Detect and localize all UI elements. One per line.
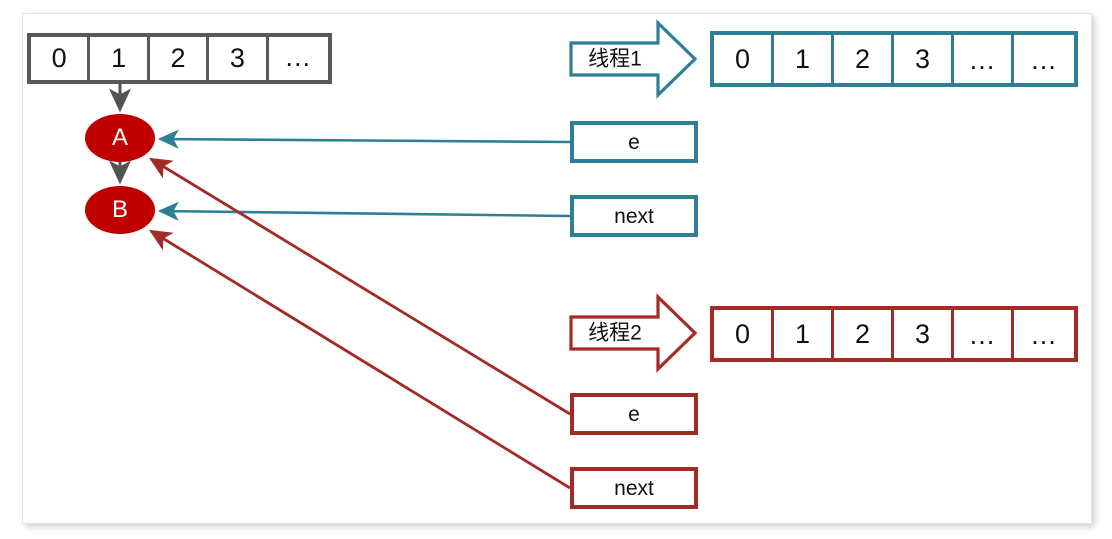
thread2-cell: 3: [894, 310, 954, 358]
bucket-cell: 3: [209, 37, 269, 80]
list-node-a: A: [85, 114, 155, 162]
thread2-cell: …: [1014, 310, 1074, 358]
bucket-cell: 1: [90, 37, 150, 80]
list-node-a-label: A: [111, 124, 128, 151]
diagram-card: [22, 13, 1092, 524]
thread1-banner-arrow: 线程1: [568, 19, 698, 99]
thread2-hash-table: 0 1 2 3 … …: [710, 306, 1078, 362]
thread2-pointer-e: e: [570, 393, 698, 435]
thread1-pointer-next-label: next: [614, 204, 654, 228]
thread2-cell: 2: [834, 310, 894, 358]
thread1-cell: …: [1014, 35, 1074, 83]
thread2-pointer-next-label: next: [614, 476, 654, 500]
bucket-cell: 0: [31, 37, 91, 80]
thread1-pointer-e-label: e: [628, 130, 640, 154]
thread1-pointer-e: e: [570, 121, 698, 163]
thread2-cell: …: [954, 310, 1014, 358]
block-arrow-icon: [569, 293, 698, 373]
bucket-cell: 2: [149, 37, 210, 80]
thread1-pointer-next: next: [570, 195, 698, 237]
thread1-hash-table: 0 1 2 3 … …: [710, 31, 1078, 87]
thread2-pointer-e-label: e: [628, 402, 640, 426]
thread2-banner-arrow: 线程2: [568, 293, 698, 373]
block-arrow-icon: [569, 19, 698, 99]
thread1-cell: 3: [894, 35, 954, 83]
thread2-pointer-next: next: [570, 467, 698, 509]
thread1-cell: 0: [714, 35, 774, 83]
thread1-cell: …: [954, 35, 1014, 83]
list-node-b-label: B: [111, 196, 128, 223]
thread2-banner-label: 线程2: [588, 321, 642, 345]
shared-hash-table: 0 1 2 3 …: [27, 33, 332, 84]
list-node-b: B: [85, 186, 155, 234]
thread1-cell: 1: [774, 35, 834, 83]
thread1-cell: 2: [834, 35, 894, 83]
thread2-cell: 1: [774, 310, 834, 358]
thread1-banner-label: 线程1: [588, 47, 642, 71]
thread2-cell: 0: [714, 310, 774, 358]
bucket-cell: …: [268, 37, 328, 80]
